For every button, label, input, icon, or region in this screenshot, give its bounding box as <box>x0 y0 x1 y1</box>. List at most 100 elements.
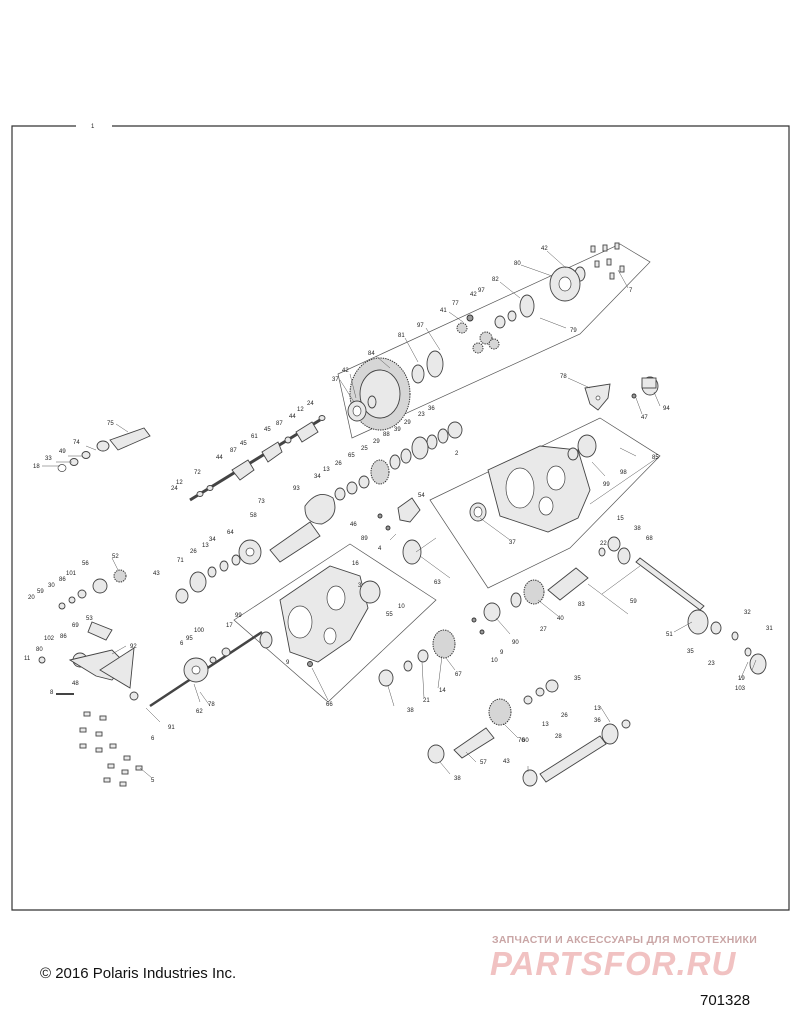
callout: 32 <box>744 610 751 616</box>
callout: 68 <box>646 536 653 542</box>
callout: 80 <box>36 647 43 653</box>
callout: 46 <box>350 522 357 528</box>
callout: 19 <box>738 676 745 682</box>
callout: 101 <box>66 571 77 577</box>
callout: 95 <box>186 636 193 642</box>
callout: 53 <box>86 616 93 622</box>
callout: 73 <box>258 499 265 505</box>
callout: 13 <box>594 706 601 712</box>
callout: 34 <box>209 537 216 543</box>
lower-gear-set-1 <box>378 629 456 687</box>
callout: 72 <box>194 470 201 476</box>
callout: 55 <box>386 612 393 618</box>
callout: 12 <box>297 407 304 413</box>
callout: 58 <box>250 513 257 519</box>
callout: 79 <box>570 328 577 334</box>
callout: 44 <box>216 455 223 461</box>
callout: 23 <box>418 412 425 418</box>
callout: 88 <box>383 432 390 438</box>
loose-bolts <box>79 711 143 787</box>
callout: 43 <box>153 571 160 577</box>
callout: 44 <box>289 414 296 420</box>
callout: 82 <box>492 277 499 283</box>
callout: 86 <box>59 577 66 583</box>
watermark-logo: PARTSFOR.RU <box>490 945 737 982</box>
callout: 8 <box>50 690 54 696</box>
callout: 57 <box>480 760 487 766</box>
callout: 74 <box>73 440 80 446</box>
callout: 13 <box>542 722 549 728</box>
callout: 65 <box>348 453 355 459</box>
callout: 15 <box>617 516 624 522</box>
callout: 36 <box>428 406 435 412</box>
callout: 25 <box>361 446 368 452</box>
callout: 38 <box>634 526 641 532</box>
callout: 28 <box>555 734 562 740</box>
callout: 87 <box>230 448 237 454</box>
callout: 47 <box>641 415 648 421</box>
ring-gear-assembly <box>347 350 444 431</box>
callout: 24 <box>307 401 314 407</box>
callout: 67 <box>455 672 462 678</box>
callout: 38 <box>407 708 414 714</box>
callout: 3 <box>358 583 362 589</box>
callout: 61 <box>251 434 258 440</box>
callout: 10 <box>491 658 498 664</box>
callout: 6 <box>151 736 155 742</box>
callout: 10 <box>398 604 405 610</box>
callout: 52 <box>112 554 119 560</box>
callout: 77 <box>452 301 459 307</box>
callout: 41 <box>440 308 447 314</box>
callout: 42 <box>470 292 477 298</box>
callout: 64 <box>227 530 234 536</box>
lower-transmission-case <box>259 565 381 667</box>
callout: 103 <box>735 686 746 692</box>
callout: 13 <box>202 543 209 549</box>
callout: 37 <box>332 377 339 383</box>
callout: 20 <box>28 595 35 601</box>
callout: 66 <box>326 702 333 708</box>
differential-gears <box>456 314 500 354</box>
diagram-frame <box>11 125 790 911</box>
bolt-row <box>590 242 625 280</box>
bracket-and-actuator <box>584 376 659 411</box>
callout: 18 <box>33 464 40 470</box>
callout: 35 <box>687 649 694 655</box>
left-linkage-assembly <box>38 569 135 695</box>
callout: 87 <box>276 421 283 427</box>
callout: 94 <box>663 406 670 412</box>
callout: 59 <box>37 589 44 595</box>
callout: 92 <box>130 644 137 650</box>
callout: 78 <box>560 374 567 380</box>
lower-gear-set-3 <box>522 719 631 787</box>
watermark-tagline: ЗАПЧАСТИ И АКСЕССУАРЫ ДЛЯ МОТОТЕХНИКИ <box>492 934 758 946</box>
callout: 7 <box>629 288 633 294</box>
callout: 86 <box>60 634 67 640</box>
callout: 21 <box>423 698 430 704</box>
callout: 40 <box>557 616 564 622</box>
callout: 78 <box>208 702 215 708</box>
callout: 54 <box>418 493 425 499</box>
callout: 80 <box>514 261 521 267</box>
assembly-ref-label: 1 <box>91 124 95 130</box>
callout: 17 <box>226 623 233 629</box>
figure-number: 701328 <box>700 992 751 1009</box>
middle-gear-cluster <box>304 421 463 525</box>
callout: 4 <box>378 546 382 552</box>
callout: 42 <box>541 246 548 252</box>
callout: 97 <box>417 323 424 329</box>
callout: 14 <box>439 688 446 694</box>
shift-shaft-and-cover <box>129 630 263 708</box>
shift-fork-rail <box>189 415 326 502</box>
group-box-lower-housing <box>233 543 437 703</box>
callout: 34 <box>314 474 321 480</box>
callout: 71 <box>177 558 184 564</box>
output-shaft-assembly <box>598 536 767 675</box>
callout: 13 <box>323 467 330 473</box>
callout: 45 <box>264 427 271 433</box>
shift-drum-parts <box>377 497 422 565</box>
group-box-upper-housing <box>429 417 661 589</box>
callout: 69 <box>72 623 79 629</box>
callout: 23 <box>708 661 715 667</box>
